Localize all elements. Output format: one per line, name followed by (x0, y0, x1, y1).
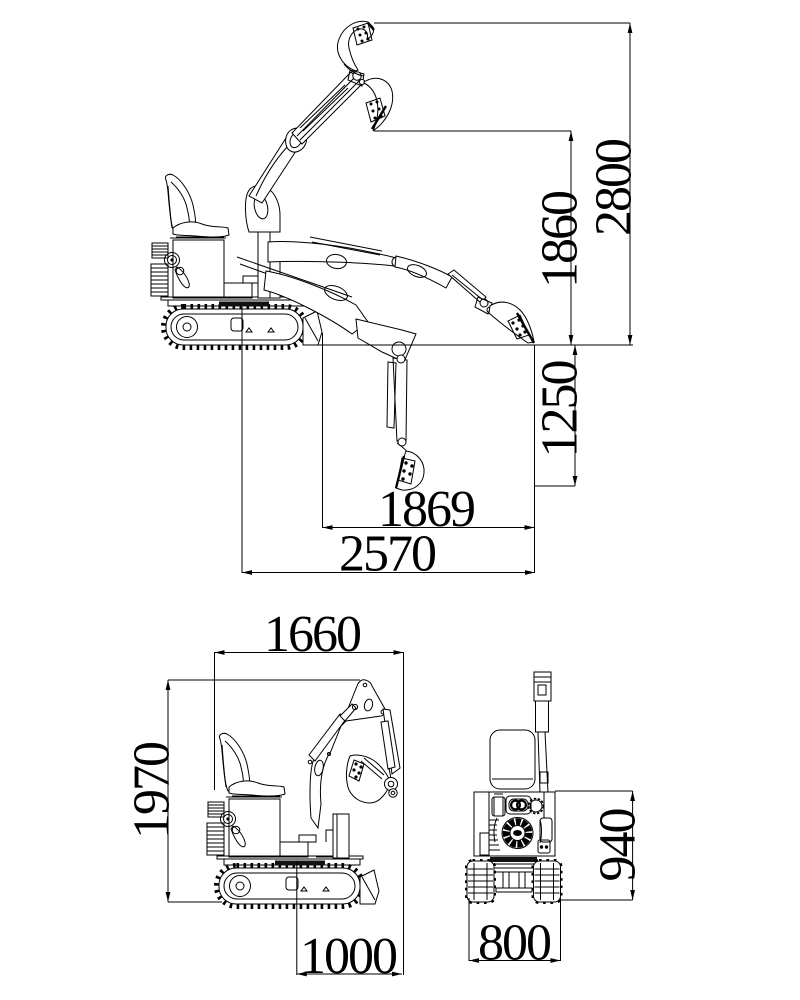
svg-text:1250: 1250 (532, 361, 589, 458)
svg-text:940: 940 (590, 809, 647, 882)
svg-text:1660: 1660 (264, 606, 361, 663)
svg-text:800: 800 (478, 915, 551, 972)
svg-text:2800: 2800 (586, 139, 643, 236)
svg-text:1000: 1000 (300, 928, 397, 985)
svg-text:1860: 1860 (532, 191, 589, 288)
svg-text:1970: 1970 (124, 742, 181, 839)
svg-text:1869: 1869 (378, 481, 474, 538)
svg-text:2570: 2570 (339, 526, 436, 583)
